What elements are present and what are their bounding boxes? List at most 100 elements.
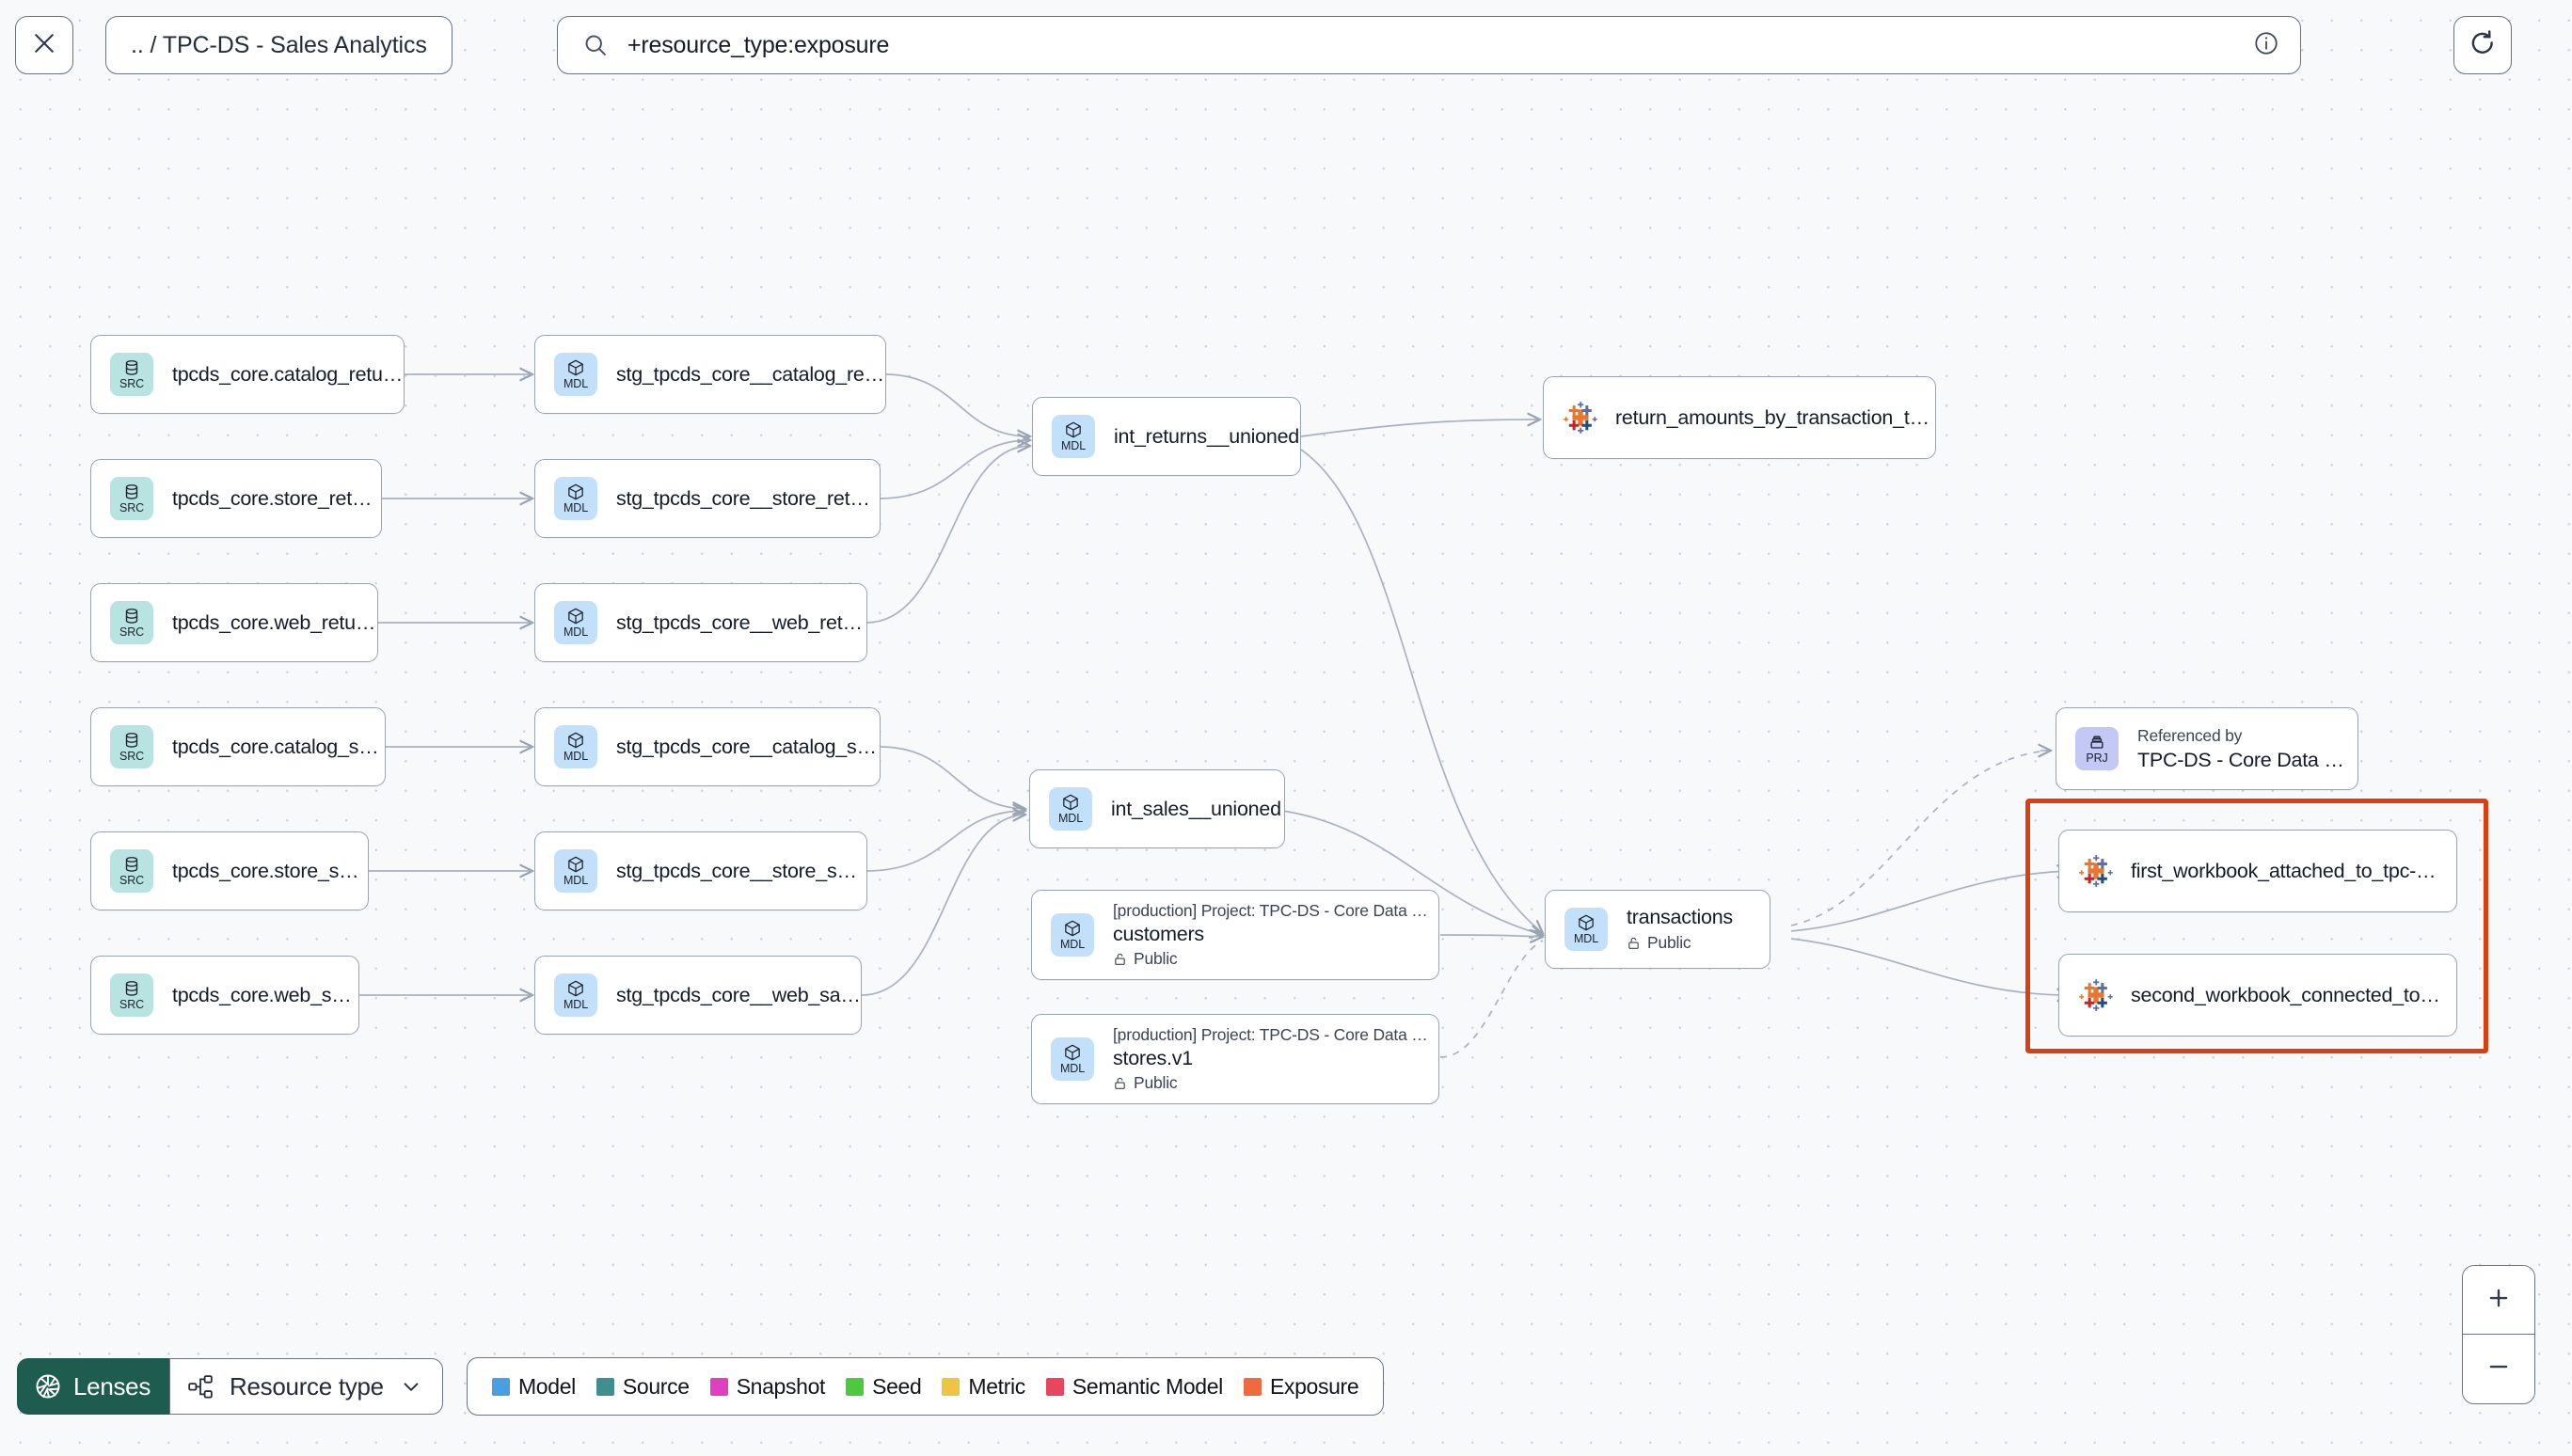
exposure-highlight-box: [2025, 799, 2488, 1053]
src-badge: SRC: [110, 725, 153, 768]
node-project-reference[interactable]: PRJ Referenced by TPC-DS - Core Data Mod…: [2056, 707, 2358, 790]
lenses-control-group: Lenses Resource type: [17, 1358, 443, 1415]
node-text: transactions Public: [1627, 906, 1733, 953]
chevron-down-icon: [399, 1374, 423, 1399]
node-title: tpcds_core.catalog_sales: [172, 735, 385, 758]
node-model[interactable]: MDL stg_tpcds_core__web_sales: [534, 956, 862, 1035]
badge-label: MDL: [1057, 812, 1084, 826]
node-model[interactable]: MDL stg_tpcds_core__catalog_returns: [534, 335, 886, 414]
badge-label: MDL: [1573, 932, 1599, 946]
legend-item-source: Source: [595, 1373, 690, 1400]
src-badge: SRC: [110, 353, 153, 396]
node-source[interactable]: SRC tpcds_core.catalog_returns: [90, 335, 405, 414]
badge-label: SRC: [119, 750, 145, 764]
node-project-label: [production] Project: TPC-DS - Core Data…: [1113, 901, 1429, 920]
search-bar[interactable]: +resource_type:exposure: [557, 16, 2301, 74]
node-semantic-model[interactable]: MDL [production] Project: TPC-DS - Core …: [1031, 890, 1439, 980]
node-title: stg_tpcds_core__store_returns: [616, 486, 880, 510]
node-title: return_amounts_by_transaction_type: [1615, 405, 1935, 429]
breadcrumb[interactable]: .. / TPC-DS - Sales Analytics: [105, 16, 452, 74]
zoom-in-button[interactable]: [2463, 1266, 2534, 1335]
refresh-icon: [2468, 28, 2498, 63]
node-text: stg_tpcds_core__web_sales: [616, 984, 861, 1007]
node-text: stg_tpcds_core__web_returns: [616, 611, 866, 635]
lenses-button[interactable]: Lenses: [17, 1358, 170, 1415]
node-text: int_returns__unioned: [1114, 425, 1299, 449]
mdl-badge: MDL: [1051, 913, 1094, 957]
node-transactions[interactable]: MDL transactions Public: [1545, 890, 1770, 969]
node-semantic-model[interactable]: MDL [production] Project: TPC-DS - Core …: [1031, 1014, 1439, 1104]
node-title: customers: [1113, 923, 1204, 945]
node-title: tpcds_core.web_sales: [172, 983, 358, 1006]
node-text: [production] Project: TPC-DS - Core Data…: [1113, 901, 1429, 969]
node-exposure-metric[interactable]: return_amounts_by_transaction_type: [1543, 376, 1936, 459]
prj-badge: PRJ: [2075, 727, 2119, 770]
node-source[interactable]: SRC tpcds_core.web_sales: [90, 956, 359, 1035]
node-source[interactable]: SRC tpcds_core.store_sales: [90, 831, 369, 910]
node-visibility: Public: [1113, 1073, 1429, 1093]
legend-label: Source: [622, 1373, 690, 1399]
node-exposure[interactable]: first_workbook_attached_to_tpc-ds_-_…: [2058, 830, 2457, 912]
node-title: int_returns__unioned: [1114, 424, 1300, 448]
node-model[interactable]: MDL stg_tpcds_core__store_returns: [534, 459, 881, 538]
node-text: stg_tpcds_core__store_returns: [616, 487, 880, 511]
mdl-badge: MDL: [554, 601, 597, 644]
node-source[interactable]: SRC tpcds_core.web_returns: [90, 583, 378, 662]
visibility-label: Public: [1134, 949, 1178, 968]
mdl-badge: MDL: [554, 477, 597, 520]
badge-label: MDL: [563, 625, 589, 640]
close-button[interactable]: [15, 16, 73, 74]
node-title: TPC-DS - Core Data Models: [2137, 748, 2358, 771]
mdl-badge: MDL: [1564, 908, 1608, 951]
node-text: stg_tpcds_core__catalog_sales: [616, 736, 880, 759]
node-text: tpcds_core.web_sales: [172, 984, 358, 1007]
node-exposure[interactable]: second_workbook_connected_to_live…: [2058, 954, 2457, 1037]
badge-label: MDL: [563, 501, 589, 515]
legend-item-semantic-model: Semantic Model: [1045, 1373, 1223, 1400]
node-title: int_sales__unioned: [1111, 797, 1281, 820]
top-toolbar: .. / TPC-DS - Sales Analytics +resource_…: [0, 0, 2572, 109]
node-model[interactable]: MDL stg_tpcds_core__catalog_sales: [534, 707, 881, 786]
node-source[interactable]: SRC tpcds_core.store_returns: [90, 459, 382, 538]
legend-swatch: [1045, 1377, 1064, 1396]
legend-item-exposure: Exposure: [1243, 1374, 1359, 1400]
node-source[interactable]: SRC tpcds_core.catalog_sales: [90, 707, 386, 786]
info-icon[interactable]: [2253, 30, 2279, 61]
node-text: Referenced by TPC-DS - Core Data Models: [2137, 726, 2358, 772]
legend-label: Semantic Model: [1072, 1373, 1223, 1399]
badge-label: MDL: [563, 750, 589, 764]
badge-label: MDL: [1059, 1062, 1086, 1076]
mdl-badge: MDL: [554, 725, 597, 768]
legend-label: Seed: [872, 1373, 922, 1399]
mdl-badge: MDL: [554, 353, 597, 396]
search-input[interactable]: +resource_type:exposure: [627, 31, 890, 58]
node-text: tpcds_core.store_returns: [172, 487, 381, 511]
node-text: tpcds_core.catalog_sales: [172, 736, 385, 759]
badge-label: MDL: [563, 874, 589, 888]
node-text: stg_tpcds_core__store_sales: [616, 860, 866, 883]
resource-type-dropdown[interactable]: Resource type: [169, 1358, 443, 1415]
visibility-label: Public: [1134, 1073, 1178, 1092]
node-text: [production] Project: TPC-DS - Core Data…: [1113, 1025, 1429, 1093]
badge-label: SRC: [119, 998, 145, 1012]
lenses-label: Lenses: [73, 1371, 151, 1401]
unlock-icon: [1627, 936, 1641, 951]
refresh-button[interactable]: [2453, 16, 2512, 74]
node-model-intermediate[interactable]: MDL int_sales__unioned: [1029, 769, 1285, 848]
node-model[interactable]: MDL stg_tpcds_core__web_returns: [534, 583, 867, 662]
node-title: tpcds_core.catalog_returns: [172, 362, 404, 386]
badge-label: SRC: [119, 501, 145, 515]
node-visibility: Public: [1113, 949, 1429, 969]
zoom-out-button[interactable]: [2463, 1335, 2534, 1403]
node-title: stg_tpcds_core__catalog_sales: [616, 735, 880, 758]
src-badge: SRC: [110, 601, 153, 644]
node-title: tpcds_core.store_sales: [172, 859, 368, 882]
node-model-intermediate[interactable]: MDL int_returns__unioned: [1032, 397, 1301, 476]
src-badge: SRC: [110, 849, 153, 893]
legend-label: Snapshot: [736, 1373, 826, 1399]
node-text: tpcds_core.catalog_returns: [172, 363, 404, 387]
node-text: return_amounts_by_transaction_type: [1615, 406, 1935, 430]
node-model[interactable]: MDL stg_tpcds_core__store_sales: [534, 831, 867, 910]
